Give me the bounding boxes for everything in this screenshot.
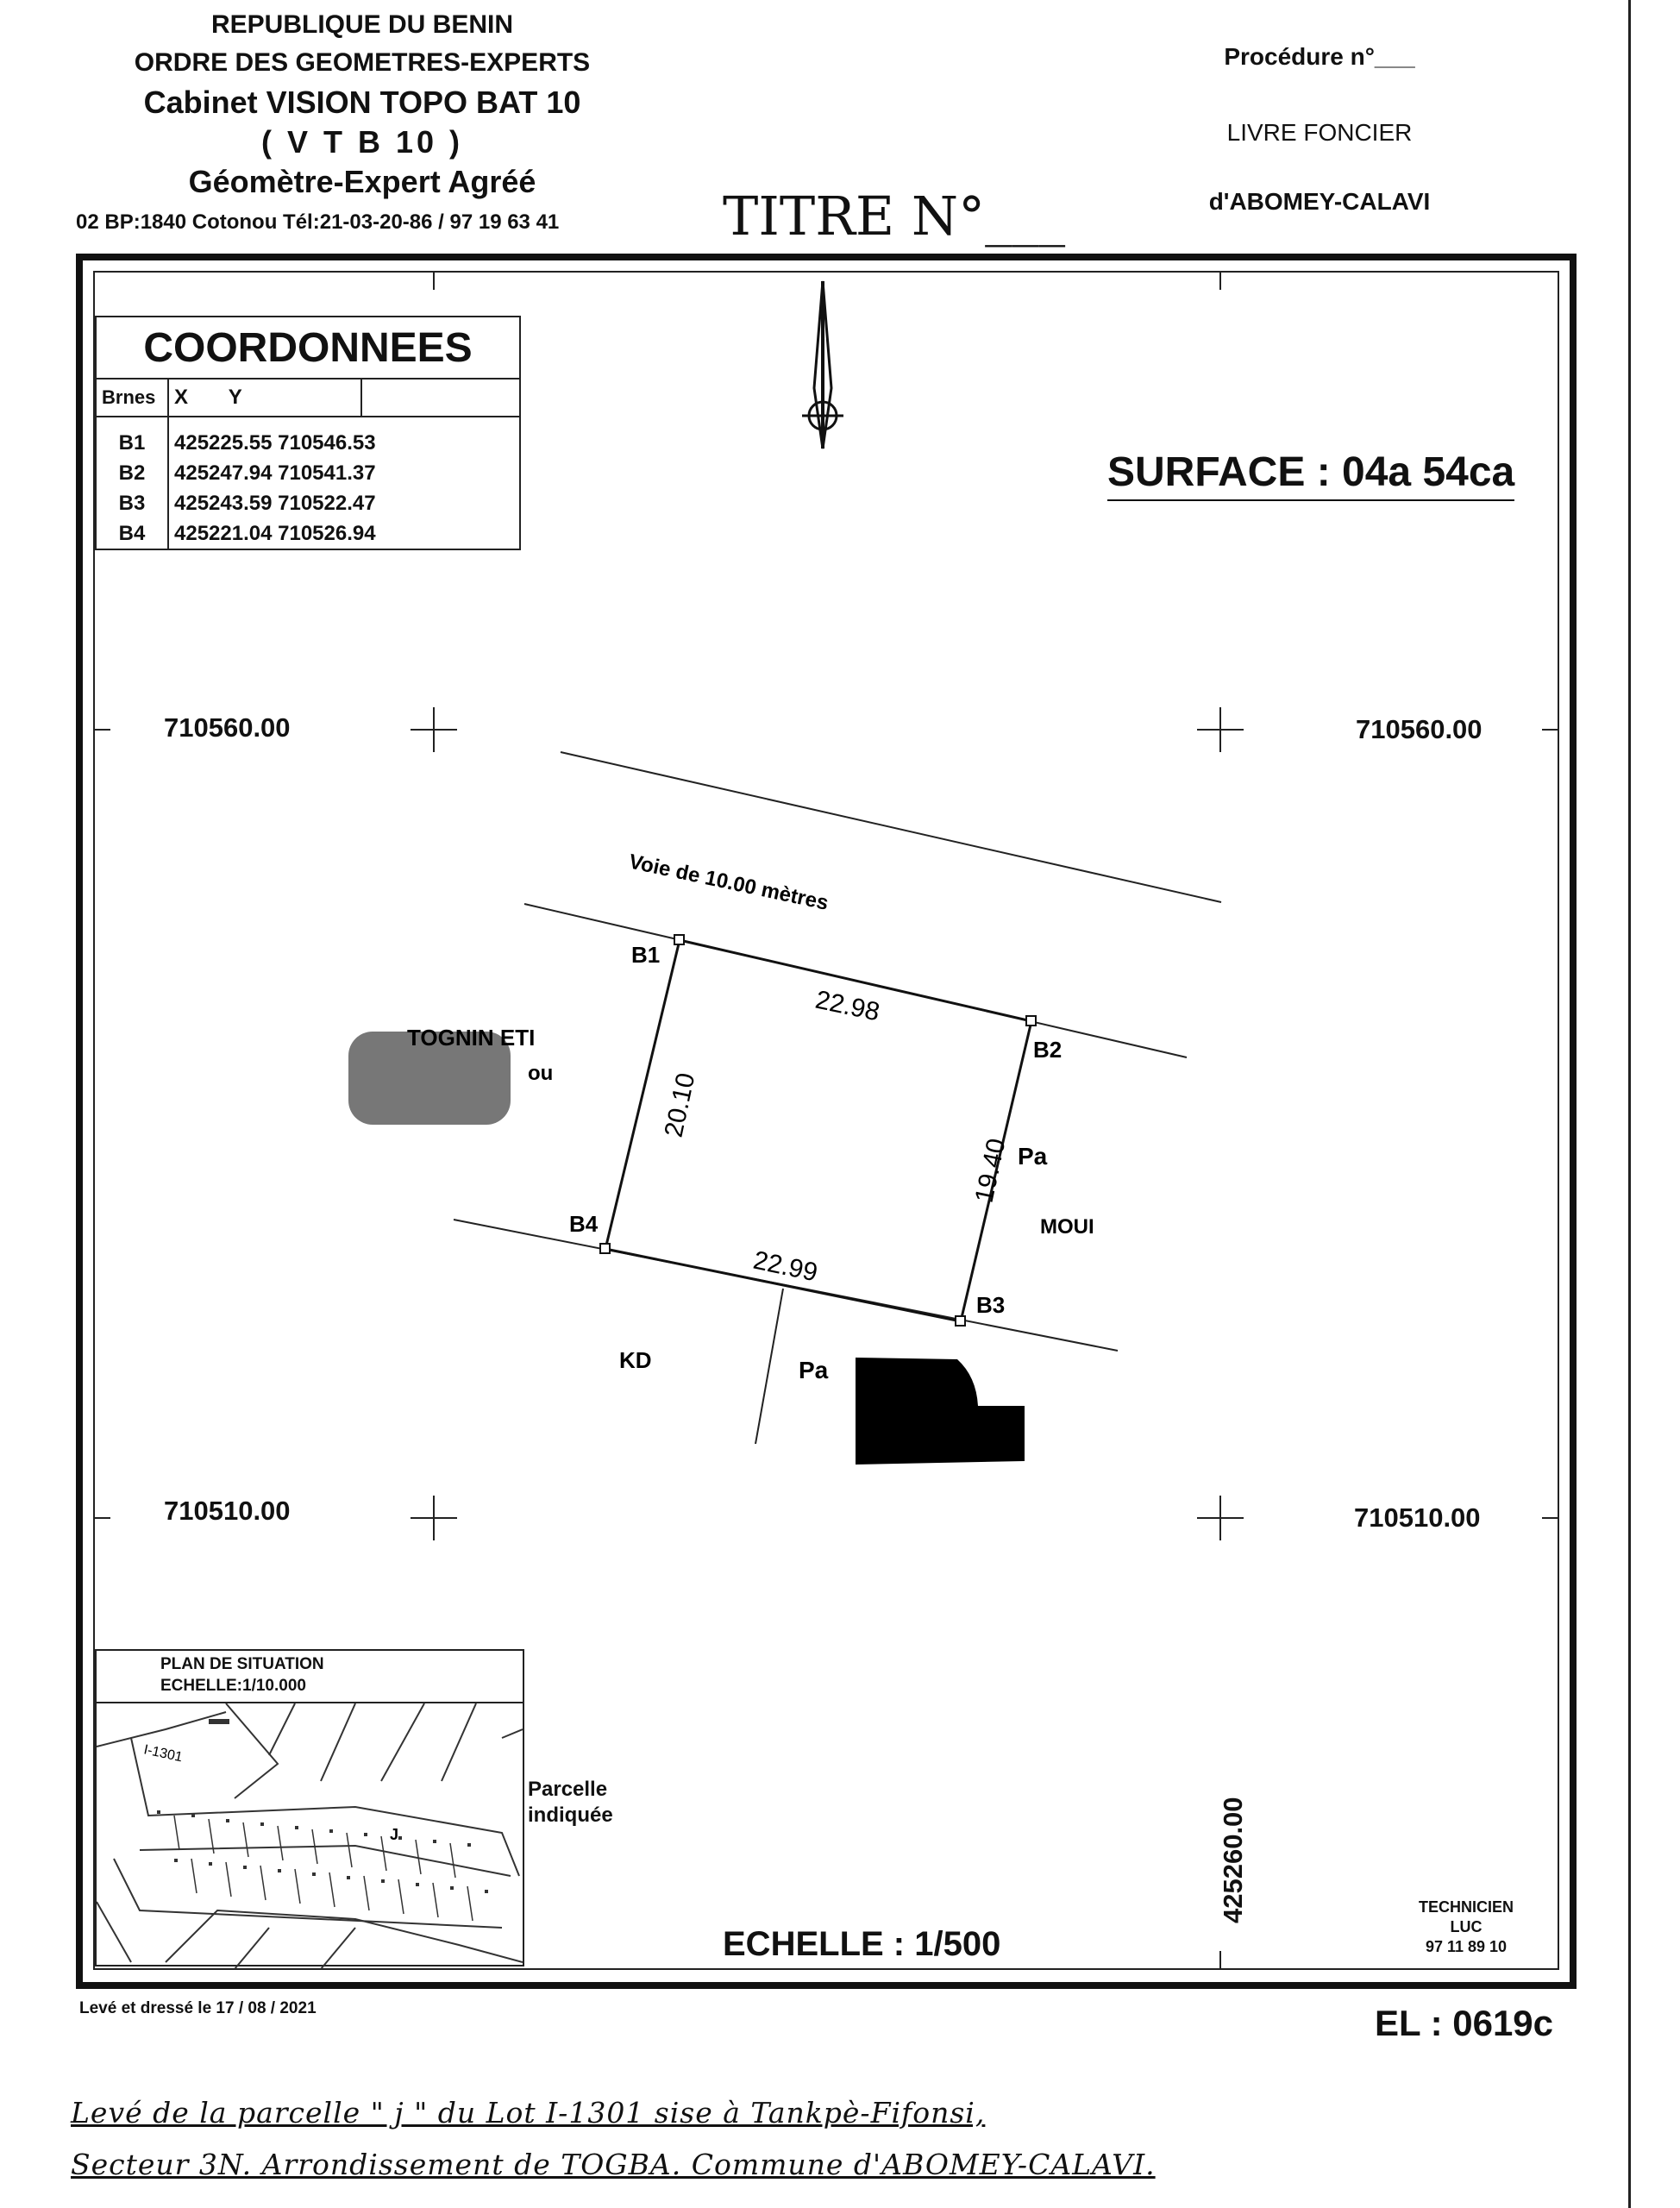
table-row: 425247.94 710541.37 [174,461,376,485]
col-header-x: X Y [167,378,362,417]
situation-title: PLAN DE SITUATION [160,1655,324,1673]
order-line: ORDRE DES GEOMETRES-EXPERTS [134,48,591,77]
redacted-owner-left [348,1032,511,1125]
contact-line: 02 BP:1840 Cotonou Tél:21-03-20-86 / 97 … [76,210,560,234]
grid-y-top-right: 710560.00 [1356,714,1483,744]
footer-line-1: Levé de la parcelle " j " du Lot I-1301 … [71,2096,986,2130]
livre-foncier: LIVRE FONCIER [1226,119,1413,146]
coordinates-table: COORDONNEES Brnes X Y B1 B2 B3 B4 425225… [95,316,521,550]
neighbor-bottom-2: Pa [799,1357,829,1383]
scale-label: ECHELLE : 1/500 [723,1925,1001,1963]
b1-label: B1 [631,942,660,968]
north-arrow-icon [802,280,843,449]
surface-area: SURFACE : 04a 54ca [1107,448,1515,501]
table-row: 425221.04 710526.94 [174,522,376,545]
cabinet-code: ( V T B 10 ) [260,124,464,160]
procedure-number: Procédure n°___ [1224,43,1415,70]
b4-label: B4 [569,1211,599,1237]
neighbor-right-1: Pa [1018,1143,1048,1170]
boundary-coordinates: 425225.55 710546.53 425247.94 710541.37 … [167,416,521,550]
situation-parcel-letter: J [390,1826,398,1843]
title-number: TITRE N°___ [723,185,1066,248]
distance-right: 19.40 [970,1136,1012,1205]
situation-lot: I-1301 [142,1742,184,1765]
neighbor-bottom-1: KD [619,1347,652,1373]
commune-header: d'ABOMEY-CALAVI [1208,188,1431,215]
situation-map: I-1301 J [97,1703,523,1969]
grid-x-bottom: 425260.00 [1218,1797,1248,1923]
grid-marks [93,271,1559,1970]
redacted-owner-bottom [856,1358,1025,1465]
next-page-edge [1628,0,1680,2208]
col-header-brnes: Brnes [95,378,169,417]
neighbor-left-2: ou [528,1062,553,1085]
road-lines [453,751,1222,1445]
table-row: 425225.55 710546.53 [174,431,376,455]
boundary-ids: B1 B2 B3 B4 [95,416,169,550]
footer-line-2: Secteur 3N. Arrondissement de TOGBA. Com… [71,2148,1156,2181]
agreement-line: Géomètre-Expert Agréé [188,164,536,199]
cabinet-line: Cabinet VISION TOPO BAT 10 [143,85,581,120]
situation-plan: PLAN DE SITUATION ECHELLE:1/10.000 [95,1649,524,1969]
map-inner-frame [93,271,1559,1970]
situation-scale: ECHELLE:1/10.000 [160,1677,306,1695]
coordinates-title: COORDONNEES [95,316,521,380]
republic-line: REPUBLIQUE DU BENIN [210,10,514,39]
el-reference: EL : 0619c [1375,2003,1554,2043]
grid-y-bottom-right: 710510.00 [1354,1502,1481,1533]
b3-label: B3 [976,1292,1005,1318]
survey-date: Levé et dressé le 17 / 08 / 2021 [79,1999,317,2017]
technician-box: TECHNICIEN LUC 97 11 89 10 [1418,1898,1514,1955]
neighbor-right-2: MOUI [1040,1215,1094,1239]
neighbor-left-1: TOGNIN ETI [407,1025,535,1051]
parcel-indicated-label: Parcelle indiquée [528,1778,613,1827]
map-outer-frame [76,254,1577,1989]
distance-left: 20.10 [660,1070,701,1139]
distance-top: 22.98 [813,986,882,1027]
b2-label: B2 [1033,1037,1062,1063]
road-label: Voie de 10.00 mètres [627,850,831,914]
col-header-blank [360,378,521,417]
table-row: 425243.59 710522.47 [174,492,376,515]
situation-header: PLAN DE SITUATION ECHELLE:1/10.000 [97,1651,523,1703]
grid-y-bottom-left: 710510.00 [164,1496,291,1526]
grid-y-top-left: 710560.00 [164,712,291,743]
boundary-markers [599,934,1037,1327]
